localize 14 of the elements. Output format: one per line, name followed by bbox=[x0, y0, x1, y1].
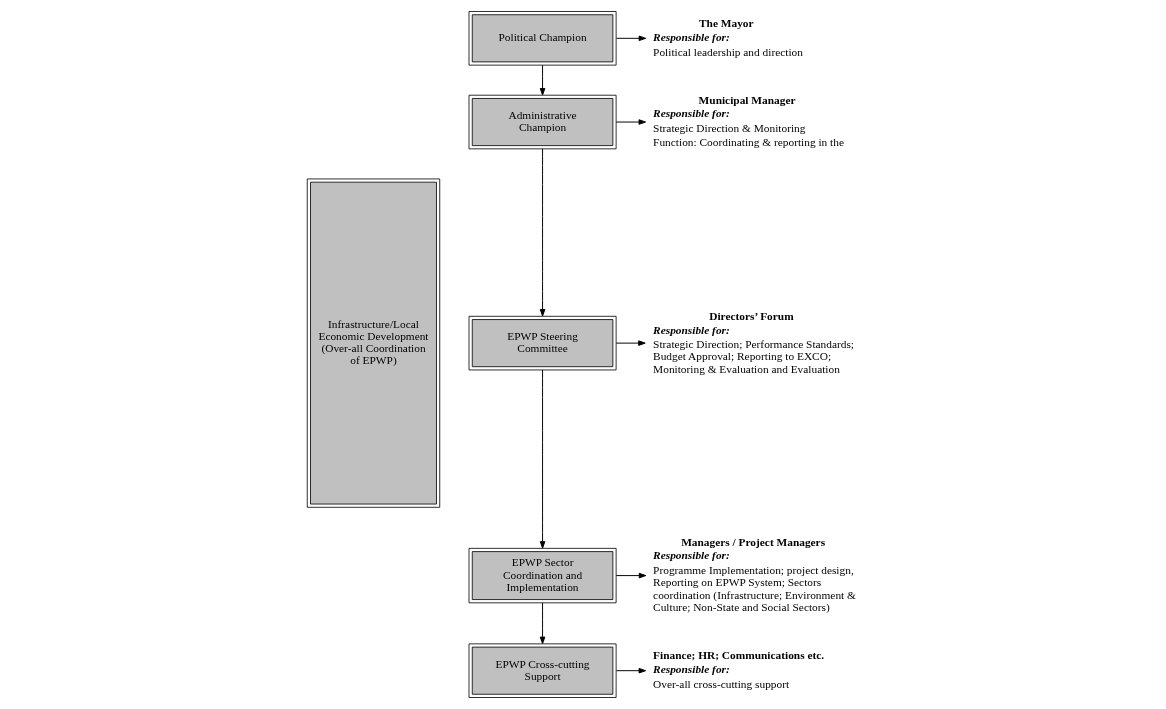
arrow bbox=[615, 119, 647, 125]
node-text: Managers / Project Managers Responsible for: Programme Implementation; project design, Reporting on EPWP System; Sectors coordination (Infrastructure; Environment & Culture; Non-State and Social Sectors) bbox=[653, 535, 856, 613]
arrow bbox=[539, 64, 546, 96]
arrow bbox=[539, 148, 546, 317]
node-text: Municipal Manager Responsible for: Strategic Direction & Monitoring Function: Coordinating & reporting in the bbox=[653, 93, 844, 148]
arrow bbox=[616, 35, 647, 42]
node-text: The Mayor Responsible for: Political leadership and direction bbox=[653, 17, 803, 58]
node-text: Directors’ Forum Responsible for: Strategic Direction; Performance Standards; Budget Approval; Reporting to EXCO; Monitoring & Evaluation and Evaluation bbox=[653, 309, 855, 375]
arrow bbox=[615, 340, 646, 346]
arrow bbox=[539, 369, 546, 549]
arrow bbox=[616, 667, 647, 674]
node-text: Finance; HR; Communications etc. Responsible for: Over-all cross-cutting support bbox=[653, 649, 825, 690]
arrow bbox=[539, 602, 546, 645]
arrow bbox=[615, 572, 647, 579]
